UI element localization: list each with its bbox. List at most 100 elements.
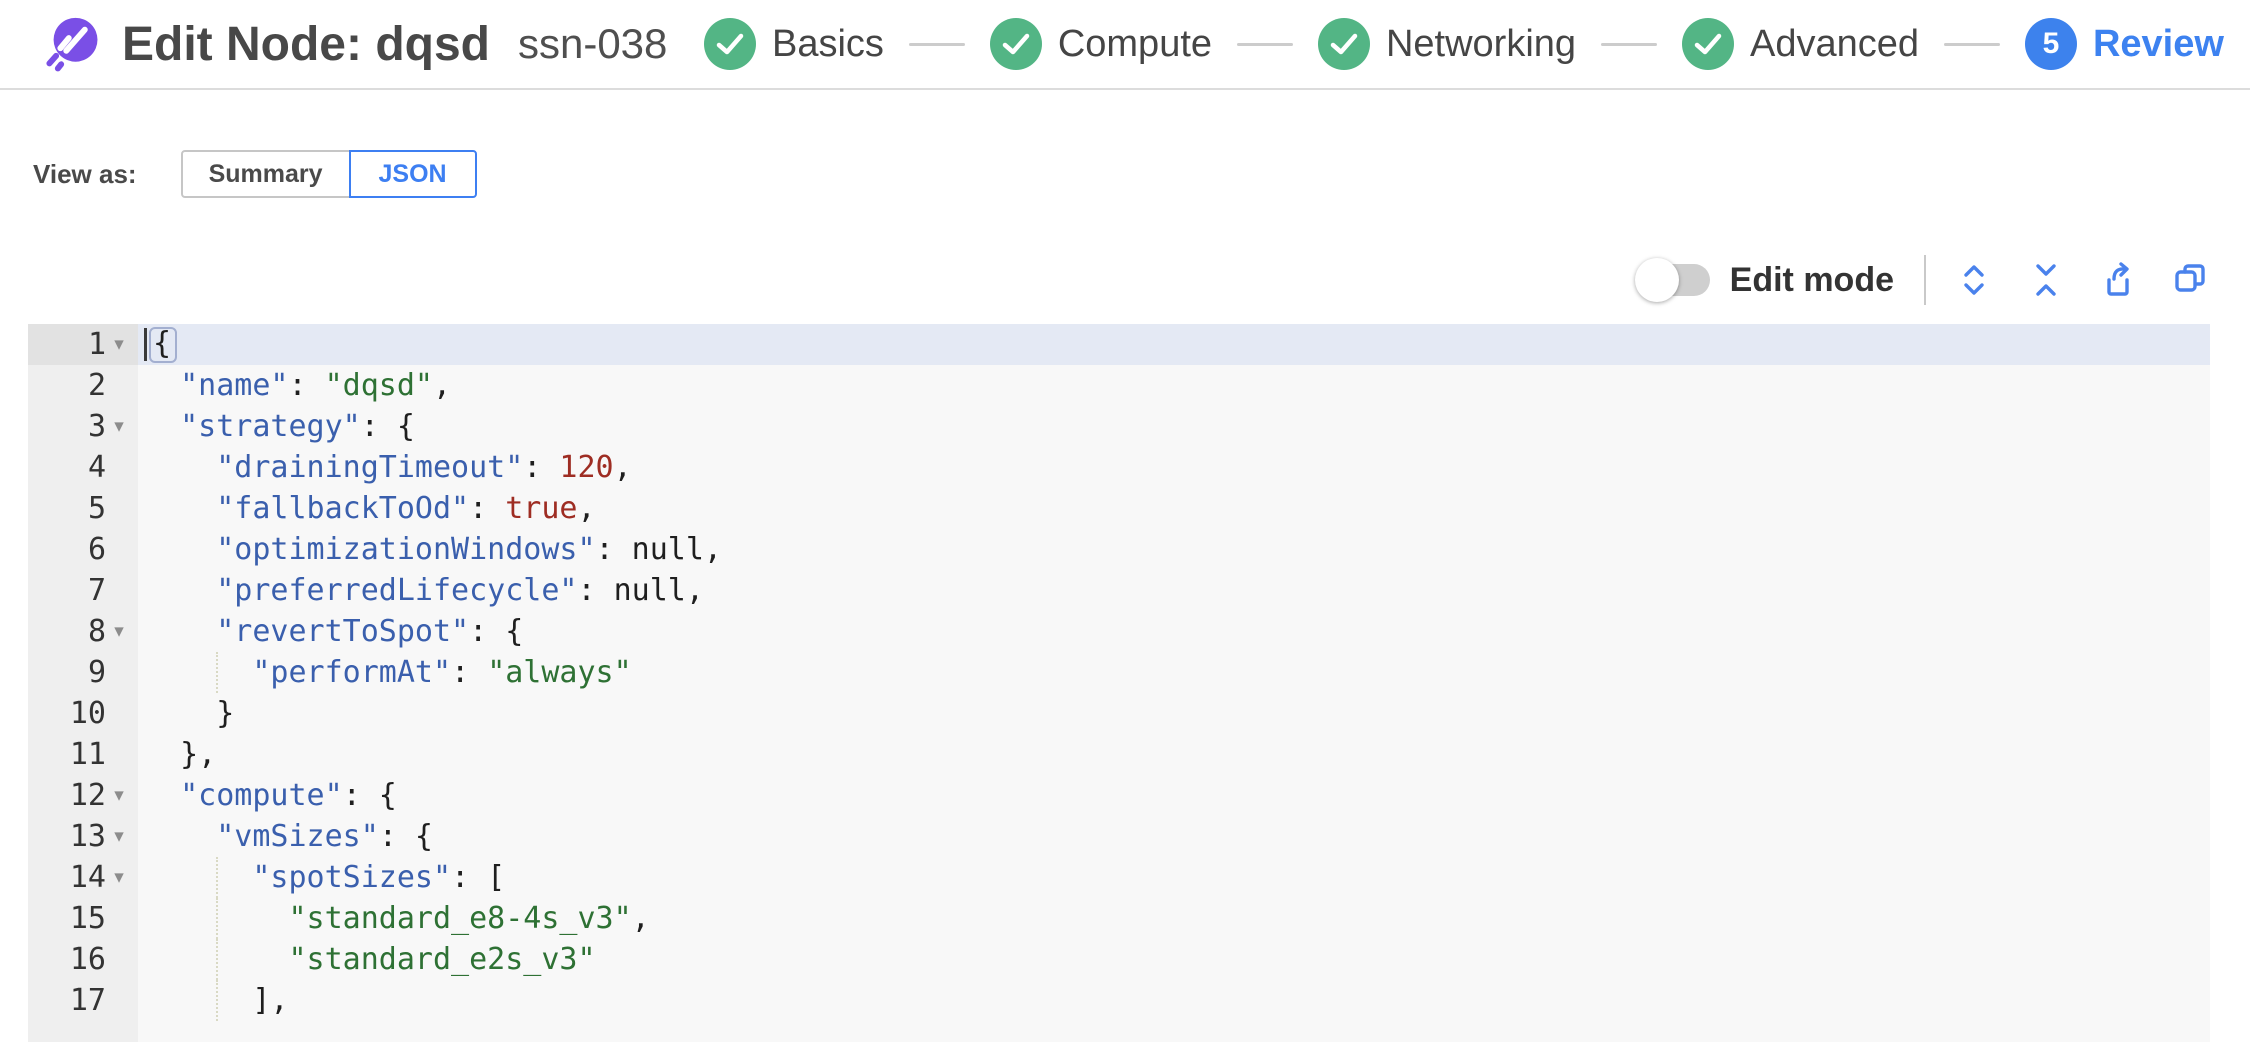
step-label: Advanced [1749,22,1919,65]
line-gutter[interactable]: 14 ▾ [28,857,138,898]
step-compute[interactable]: Compute [989,18,1212,70]
step-review-number: 5 [2024,18,2077,70]
step-label: Networking [1385,22,1577,65]
toolbar-divider [1924,255,1926,305]
code-line-8[interactable]: 8▾ "revertToSpot": { [28,611,2210,652]
line-number: 14 [69,860,106,895]
step-networking[interactable]: Networking [1317,18,1577,70]
step-review[interactable]: 5 Review [2024,18,2224,70]
code-line-1[interactable]: 1▾{ [28,324,2210,365]
line-number: 12 [69,778,106,813]
line-gutter[interactable]: 8▾ [28,611,138,652]
fold-arrow-icon[interactable]: ▾ [114,785,124,806]
code-line-4[interactable]: 4 "drainingTimeout": 120, [28,447,2210,488]
code-line-6[interactable]: 6 "optimizationWindows": null, [28,529,2210,570]
line-gutter: 16 [28,939,138,980]
code-line-2[interactable]: 2 "name": "dqsd", [28,365,2210,406]
code-line-17[interactable]: 17 ], [28,980,2210,1021]
collapse-all-icon[interactable] [2028,262,2064,298]
code-token [144,819,216,854]
expand-all-icon[interactable] [1956,262,1992,298]
view-as-row: View as: Summary JSON [33,150,2250,198]
edit-mode-label: Edit mode [1729,260,1894,299]
fold-arrow-icon[interactable]: ▾ [114,826,124,847]
code-line-12[interactable]: 12 ▾ "compute": { [28,775,2210,816]
line-number: 1 [87,327,106,362]
code-content[interactable]: "spotSizes": [ [138,857,2210,898]
code-content[interactable]: "fallbackToOd": true, [138,488,2210,529]
step-advanced-check [1681,18,1734,70]
line-gutter[interactable]: 13▾ [28,816,138,857]
line-gutter[interactable]: 1▾ [28,324,138,365]
code-content[interactable]: "vmSizes": { [138,816,2210,857]
step-basics[interactable]: Basics [703,18,884,70]
code-content[interactable]: } [138,693,2210,734]
code-token: : [451,655,488,690]
code-content[interactable]: "preferredLifecycle": null, [138,570,2210,611]
code-token: : [288,368,325,403]
line-number: 7 [87,573,106,608]
code-content[interactable]: "drainingTimeout": 120, [138,447,2210,488]
code-line-7[interactable]: 7 "preferredLifecycle": null, [28,570,2210,611]
code-content[interactable]: "name": "dqsd", [138,365,2210,406]
step-networking-check [1317,18,1370,70]
fold-arrow-icon[interactable]: ▾ [114,416,124,437]
code-line-15[interactable]: 15 "standard_e8-4s_v3", [28,898,2210,939]
code-content[interactable]: { [138,324,2210,365]
code-token: , [685,573,704,608]
code-token: : { [360,409,415,444]
edit-mode-toggle[interactable] [1634,258,1710,302]
code-token: true [505,491,578,526]
code-token: : { [342,778,397,813]
json-view-button[interactable]: JSON [348,150,477,198]
fold-arrow-icon[interactable]: ▾ [114,621,124,642]
line-gutter: 9 [28,652,138,693]
line-gutter: 6 [28,529,138,570]
code-token: , [613,450,632,485]
code-content[interactable]: }, [138,734,2210,775]
line-gutter: 11 [28,734,138,775]
code-content[interactable]: "standard_e8-4s_v3", [138,898,2210,939]
code-line-9[interactable]: 9 "performAt": "always" [28,652,2210,693]
toolbar-icons [1956,262,2208,298]
node-id-clip: ssn-038 [518,20,670,68]
line-number: 17 [69,983,106,1018]
toggle-knob-icon [1634,258,1679,302]
code-line-14[interactable]: 14 ▾ "spotSizes": [ [28,857,2210,898]
indent-guide [216,652,219,693]
code-content[interactable]: ], [138,980,2210,1021]
code-content[interactable]: "compute": { [138,775,2210,816]
json-code-editor[interactable]: 1▾{2 "name": "dqsd",3▾ "strategy": {4 "d… [28,324,2210,1042]
check-icon [1330,33,1358,55]
fold-arrow-icon[interactable]: ▾ [114,867,124,888]
line-number: 3 [87,409,106,444]
code-line-13[interactable]: 13▾ "vmSizes": { [28,816,2210,857]
code-token [144,491,216,526]
summary-view-button[interactable]: Summary [180,150,351,198]
code-content[interactable]: "standard_e2s_v3" [138,939,2210,980]
code-line-10[interactable]: 10 } [28,693,2210,734]
code-line-3[interactable]: 3▾ "strategy": { [28,406,2210,447]
code-content[interactable]: "revertToSpot": { [138,611,2210,652]
line-gutter: 10 [28,693,138,734]
code-content[interactable]: "optimizationWindows": null, [138,529,2210,570]
line-number: 4 [87,450,106,485]
line-gutter[interactable]: 12 ▾ [28,775,138,816]
fold-arrow-icon[interactable]: ▾ [114,334,124,355]
code-content[interactable]: "performAt": "always" [138,652,2210,693]
line-gutter[interactable]: 3▾ [28,406,138,447]
step-advanced[interactable]: Advanced [1681,18,1919,70]
code-token: }, [144,737,217,772]
export-icon[interactable] [2100,262,2136,298]
code-content[interactable]: "strategy": { [138,406,2210,447]
code-line-16[interactable]: 16 "standard_e2s_v3" [28,939,2210,980]
code-token: "name" [180,368,289,403]
code-line-11[interactable]: 11 }, [28,734,2210,775]
copy-icon[interactable] [2172,262,2208,298]
code-line-5[interactable]: 5 "fallbackToOd": true, [28,488,2210,529]
line-number: 11 [69,737,106,772]
code-token: , [577,491,596,526]
step-connector [1943,42,2000,46]
code-token [144,614,216,649]
line-number: 5 [87,491,106,526]
